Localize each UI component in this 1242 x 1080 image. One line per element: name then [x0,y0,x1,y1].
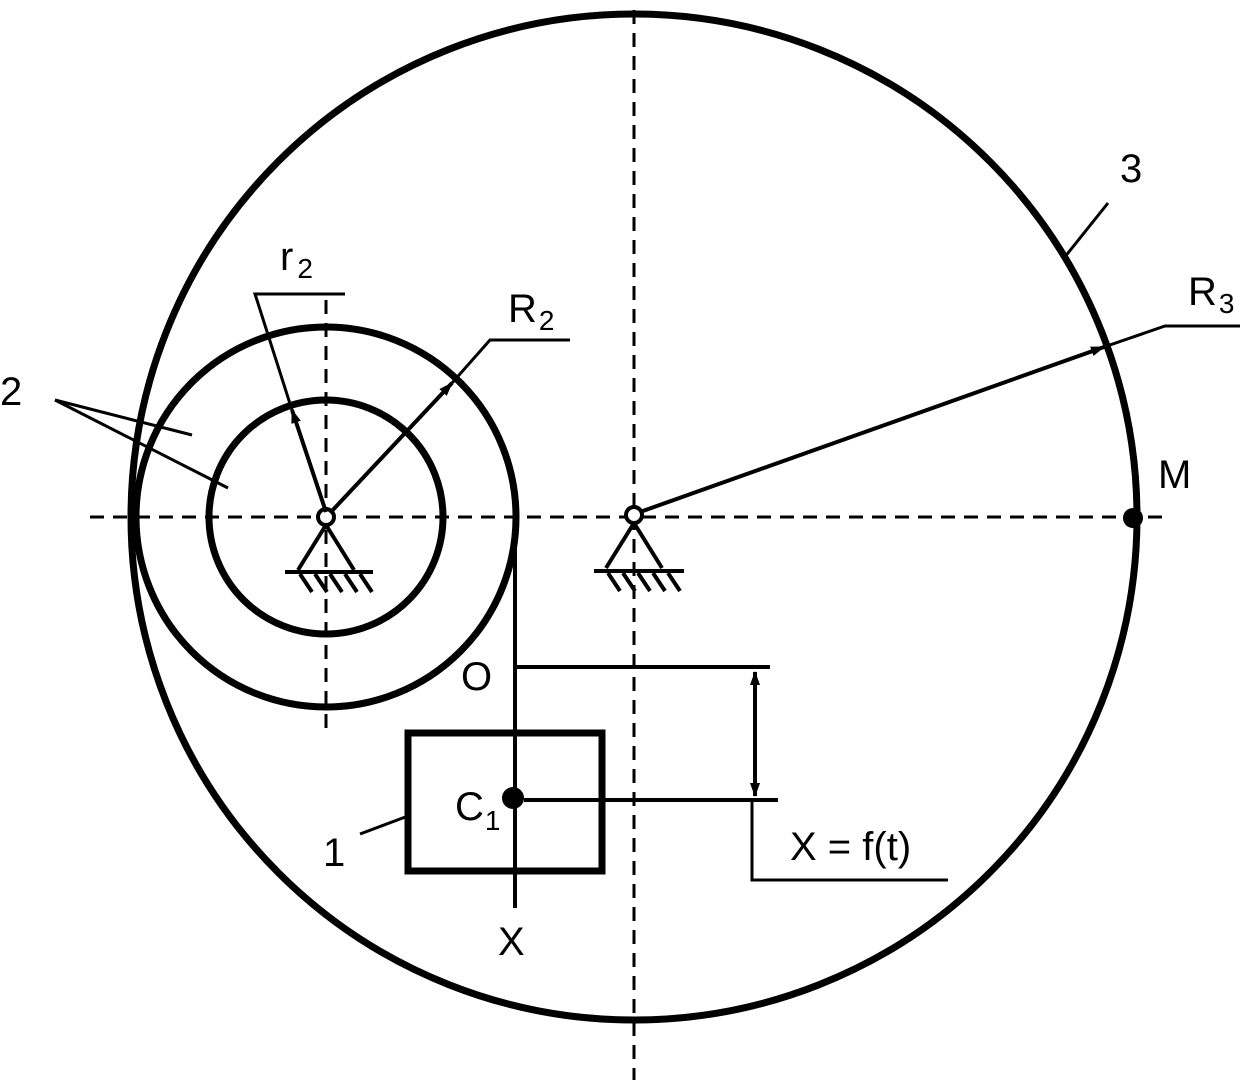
point-C1-dot [502,787,524,809]
support-wheel-3 [594,505,684,593]
radius-R2-arrow [328,381,454,515]
label-point-C1: C1 [455,785,500,836]
label-wheel-3: 3 [1120,147,1142,191]
support-wheel-2 [285,507,374,594]
radius-r2-leader [252,292,345,411]
label-R3: R3 [1188,270,1234,319]
wheel-2-outer [132,323,520,711]
wheel-2-inner [205,396,447,638]
radius-R3-leader [1103,324,1240,349]
label-body-1: 1 [323,831,345,875]
radius-r2-arrow [290,409,328,513]
leader-wheel-2-inner [54,398,229,490]
leader-wheel-2-outer [54,398,193,437]
label-point-M: M [1158,453,1191,497]
radius-R3-arrow [639,345,1105,514]
label-point-O: O [461,655,492,699]
label-law: X = f(t) [790,825,911,869]
point-M-dot [1123,508,1143,528]
center-lines [90,10,1168,1080]
label-axis-X: X [498,920,525,964]
label-wheel-2: 2 [0,370,22,414]
leader-body-1 [359,814,409,836]
leader-wheel-3 [1062,202,1110,259]
radius-R2-leader [450,338,570,384]
law-leader [750,800,948,882]
label-R2: R2 [508,287,554,336]
